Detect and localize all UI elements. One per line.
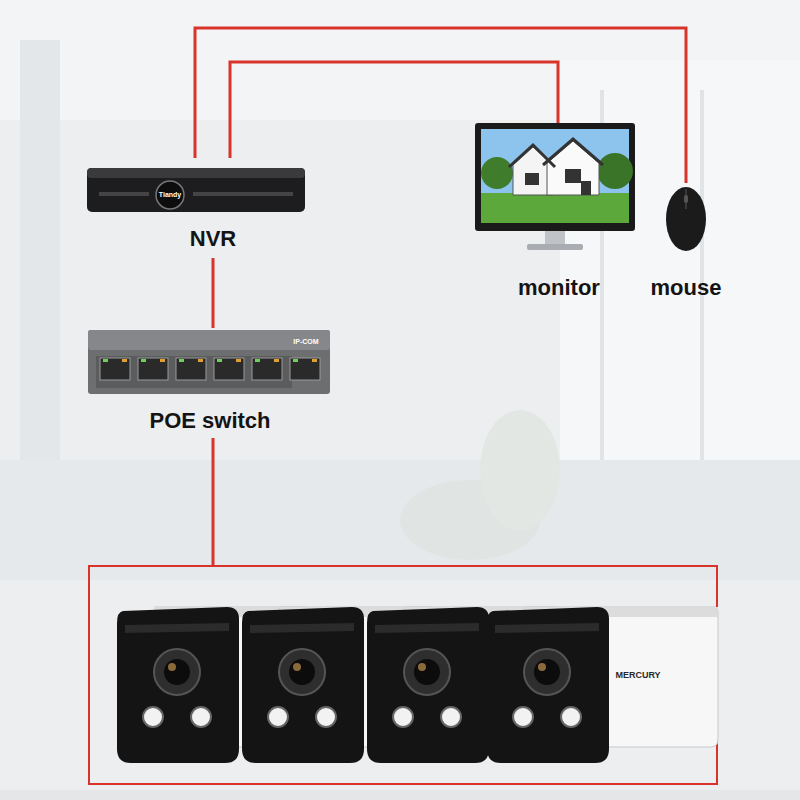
brand-logo: MERCURY [615,670,660,680]
cable-line [212,258,215,328]
device-label: POE switch [149,408,270,434]
poe-switch-device: IP-COM POE switch [88,328,333,438]
device-label: NVR [190,226,236,252]
mouse-device: mouse [645,183,730,308]
monitor-device: monitor [475,123,640,308]
brand-logo: Tiandy [159,191,181,199]
device-label: mouse [651,275,722,301]
camera-group: MERCURY [88,565,718,785]
device-label: monitor [518,275,600,301]
nvr-device: TiandyNVR [85,158,310,258]
brand-logo: IP-COM [293,338,318,346]
cable-line [212,438,215,565]
